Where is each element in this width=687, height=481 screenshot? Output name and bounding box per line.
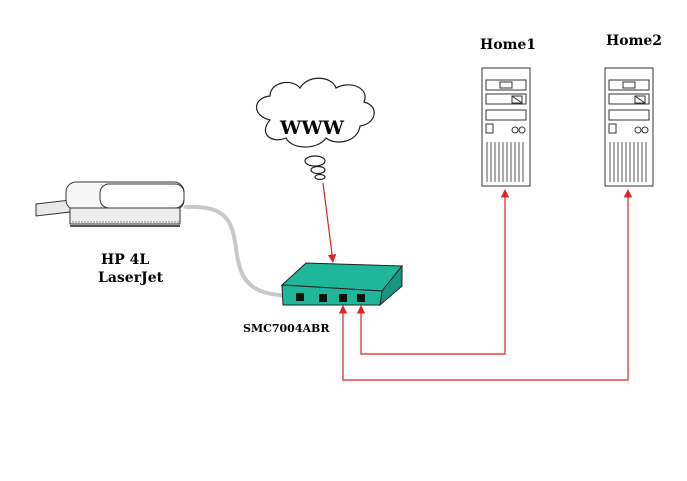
tower-pc-icon (481, 67, 531, 187)
router-port (339, 294, 347, 302)
home1-label: Home1 (480, 37, 537, 53)
home2-label: Home2 (606, 33, 663, 49)
internet-label: WWW (280, 117, 345, 139)
tower-pc-icon (604, 67, 654, 187)
printer-label-line1: HP 4L (101, 252, 150, 268)
router-label: SMC7004ABR (243, 322, 330, 335)
home2-link (338, 189, 633, 381)
router-port (296, 293, 304, 301)
cloud-icon (255, 77, 375, 181)
internet-link (322, 182, 337, 263)
router-icon (280, 262, 404, 307)
router-port (319, 294, 327, 302)
printer-label: HP 4L LaserJet (98, 251, 163, 287)
printer-cable (184, 204, 292, 298)
printer-label-line2: LaserJet (98, 270, 164, 286)
router-port (357, 294, 365, 302)
printer-icon (35, 181, 185, 227)
